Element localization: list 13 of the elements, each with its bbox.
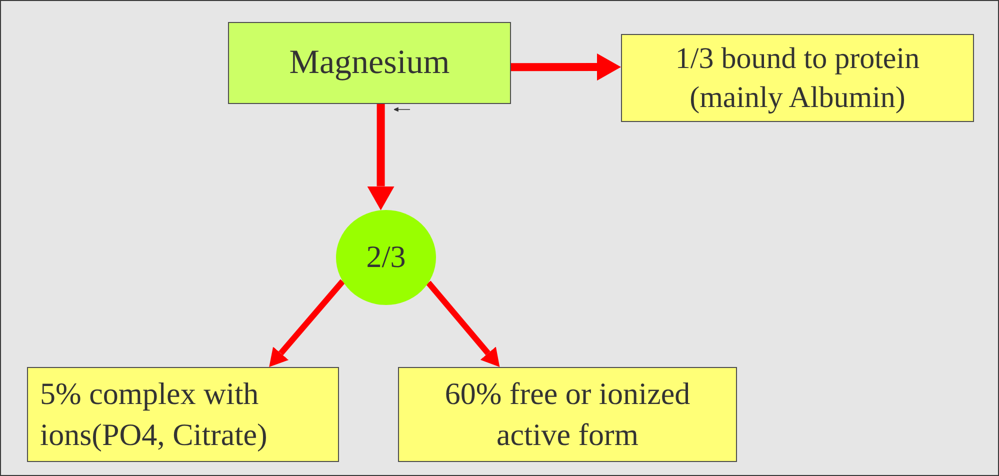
node-text: 2/3 xyxy=(366,238,406,276)
process-box xyxy=(398,367,737,462)
process-box xyxy=(27,367,339,462)
node-text: 5% complex with ions(PO4, Citrate) xyxy=(40,375,268,454)
arrow xyxy=(511,53,621,81)
node-text: 60% free or ionized active form xyxy=(444,375,692,454)
process-box xyxy=(228,22,511,104)
process-box xyxy=(621,34,974,122)
arrow xyxy=(426,280,500,367)
node-text: Magnesium xyxy=(289,42,450,83)
arrow xyxy=(367,104,394,210)
arrow xyxy=(269,279,345,367)
node-text: 1/3 bound to protein (mainly Albumin) xyxy=(674,41,921,116)
